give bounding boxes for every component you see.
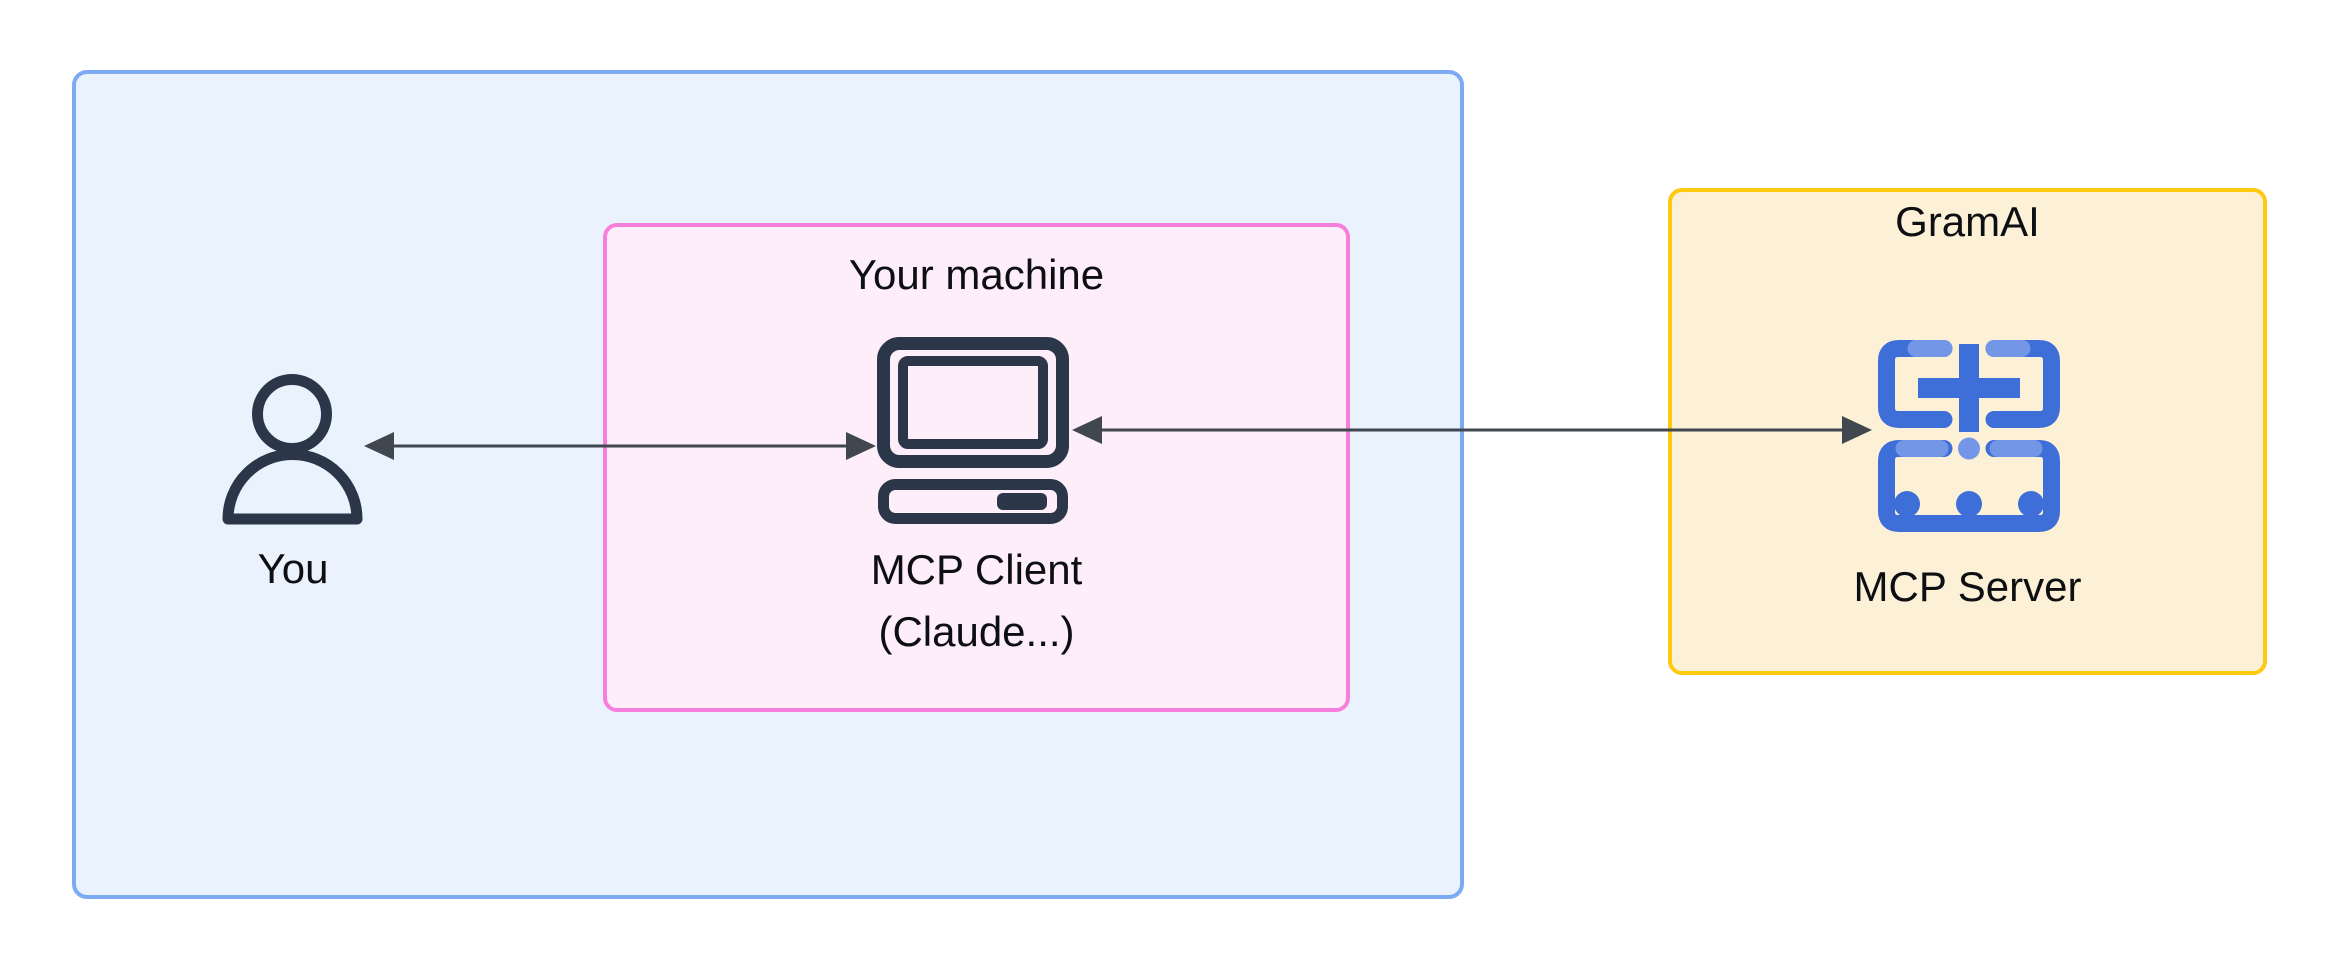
client-node-sublabel: (Claude...)	[878, 608, 1075, 655]
user-node-label: You	[257, 545, 329, 592]
gramai-label: GramAI	[1895, 198, 2040, 245]
your-machine-label: Your machine	[848, 251, 1105, 298]
person-icon	[222, 374, 363, 525]
client-node-label: MCP Client	[870, 546, 1083, 593]
computer-icon	[877, 337, 1069, 524]
mcp-server-icon	[1878, 340, 2060, 532]
server-node-label: MCP Server	[1853, 563, 2082, 610]
